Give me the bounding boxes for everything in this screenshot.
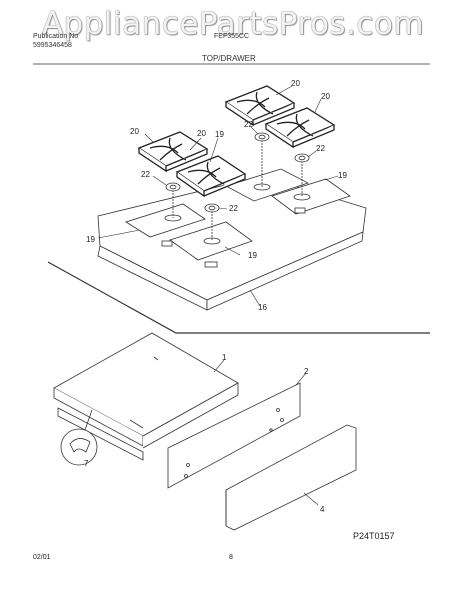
- drawer-clip-detail: [60, 409, 98, 466]
- callout-20-c: 20: [291, 79, 300, 88]
- grate-front-right: [175, 155, 247, 198]
- grate-front-left: [137, 131, 209, 173]
- burner-recess-front-left: [125, 203, 206, 238]
- section-title: TOP/DRAWER: [202, 54, 256, 63]
- drawer-leader-lines: [213, 359, 319, 506]
- model-number: FEF355CC: [214, 33, 250, 40]
- callout-20-d: 20: [321, 92, 330, 101]
- page-number: 8: [229, 554, 233, 561]
- burner-foot-left: [161, 240, 173, 247]
- publication-number: 5995346458: [33, 42, 72, 49]
- publication-label: Publication No: [33, 33, 79, 40]
- cooktop-side-edge: [206, 231, 364, 311]
- burner-caps: [165, 132, 310, 241]
- callout-20-b: 20: [197, 129, 206, 138]
- callout-2: 2: [304, 367, 309, 376]
- diagram-id: P24T0157: [353, 531, 395, 541]
- callout-1: 1: [222, 353, 227, 362]
- burner-bases: [161, 183, 311, 268]
- burner-foot-right: [294, 207, 306, 214]
- callout-7: 7: [84, 459, 89, 468]
- burner-foot-front: [204, 261, 218, 268]
- callout-16: 16: [258, 303, 267, 312]
- callout-19-a: 19: [215, 130, 224, 139]
- cooktop-assembly: [97, 168, 367, 311]
- callout-4: 4: [320, 505, 325, 514]
- callout-22-b: 22: [316, 144, 325, 153]
- burner-recess-rear-right: [271, 178, 351, 215]
- grate-rear-right: [264, 107, 336, 149]
- drawer-body-side: [142, 382, 239, 449]
- footer-date: 02/01: [33, 554, 51, 561]
- watermark-text: AppliancePartsPros.com: [41, 6, 425, 42]
- leader-lines: [97, 85, 339, 307]
- callout-19-b: 19: [338, 171, 347, 180]
- callout-22-d: 22: [229, 204, 238, 213]
- drawer-assembly: [53, 332, 357, 531]
- callout-19-d: 19: [248, 251, 257, 260]
- group-divider: [47, 261, 430, 334]
- grates: [137, 85, 336, 198]
- drawer-bottom-edge: [57, 407, 144, 461]
- callout-19-c: 19: [86, 235, 95, 244]
- drawer-front-panel: [167, 382, 301, 489]
- callout-20-a: 20: [130, 127, 139, 136]
- callout-22-c: 22: [141, 170, 150, 179]
- callout-22-a: 22: [244, 120, 253, 129]
